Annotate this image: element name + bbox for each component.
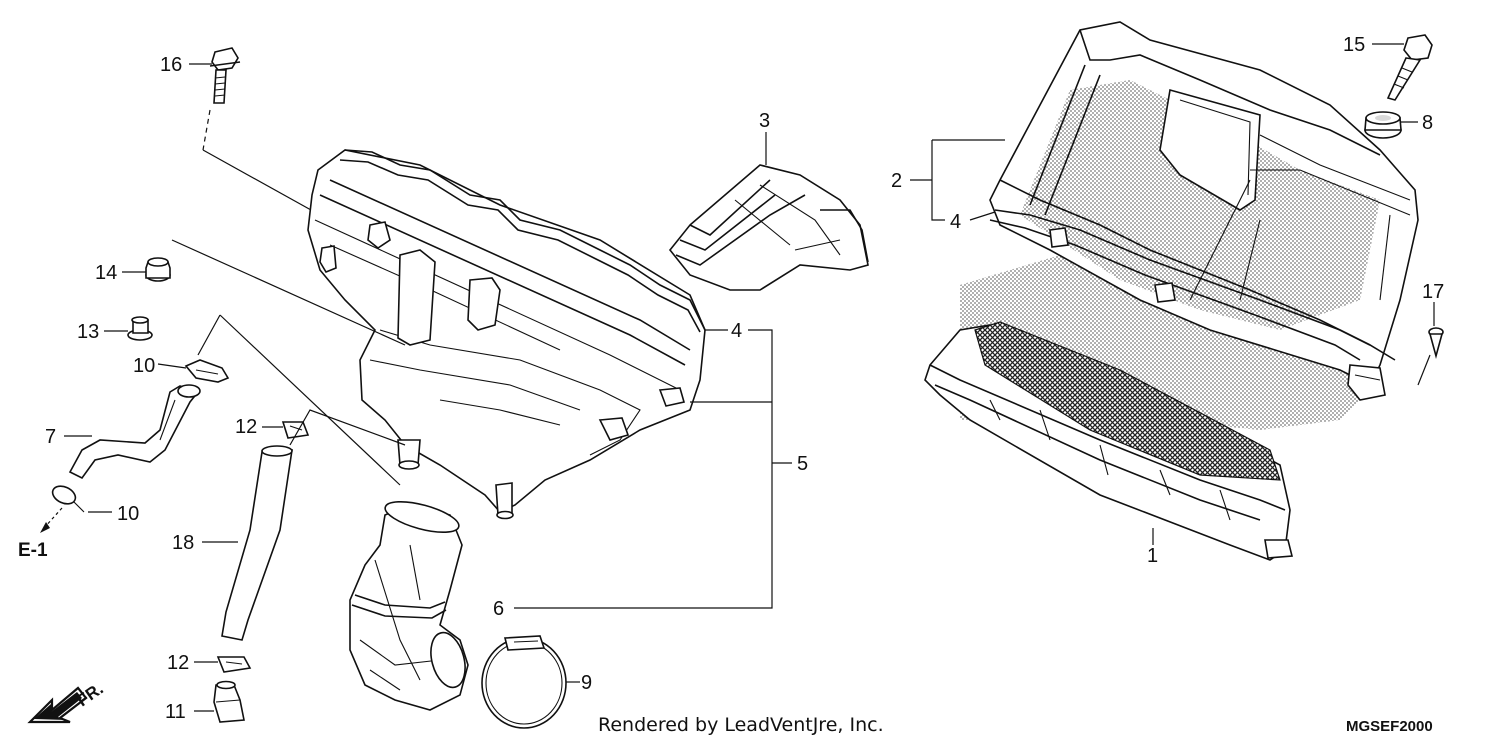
- drain-hose-18: [202, 409, 406, 641]
- callout-7: 7: [45, 426, 56, 448]
- screw-15: [1372, 34, 1433, 101]
- screw-17: [1417, 302, 1444, 386]
- breather-tube-7: [64, 384, 201, 480]
- clip-10-upper: [157, 314, 401, 486]
- reference-label: E-1: [18, 540, 48, 561]
- callout-5: 5: [797, 453, 808, 475]
- callout-18: 18: [172, 532, 194, 554]
- callout-6: 6: [493, 598, 504, 620]
- bracket-4-5-6: [514, 329, 792, 609]
- callout-12-upper: 12: [235, 416, 257, 438]
- callout-4-left: 4: [731, 320, 742, 342]
- air-cleaner-housing: [307, 149, 706, 520]
- callout-1: 1: [1147, 545, 1158, 567]
- plug-11: [194, 680, 245, 723]
- callout-12-lower: 12: [167, 652, 189, 674]
- callout-3: 3: [759, 110, 770, 132]
- callout-10-upper: 10: [133, 355, 155, 377]
- bracket-2-4: [910, 139, 1005, 221]
- clip-10-lower: [51, 485, 112, 513]
- callout-9: 9: [581, 672, 592, 694]
- grommet-14: [122, 239, 406, 346]
- callout-4-right: 4: [950, 211, 961, 233]
- clamp-12-upper: [262, 421, 310, 439]
- callout-13: 13: [77, 321, 99, 343]
- bolt-16: [209, 47, 241, 104]
- diagram-code: MGSEF2000: [1346, 718, 1433, 735]
- air-cleaner-element-1: [924, 321, 1294, 561]
- reference-arrow-icon: [40, 507, 63, 533]
- callout-2: 2: [891, 170, 902, 192]
- band-9: [481, 635, 580, 729]
- intake-duct-3: [668, 132, 869, 291]
- grommet-8: [1364, 111, 1418, 139]
- callout-14: 14: [95, 262, 117, 284]
- collar-13: [104, 316, 153, 341]
- leader-16: [189, 63, 321, 216]
- callout-15: 15: [1343, 34, 1365, 56]
- clamp-12-lower: [194, 656, 252, 673]
- front-direction-label: FR.: [73, 679, 106, 710]
- callout-labels: 16 3 14 13 10 7 12 10 18 12 11 4 5 6 9 2…: [45, 34, 1444, 723]
- callout-8: 8: [1422, 112, 1433, 134]
- front-direction-arrow-icon: FR.: [27, 679, 107, 724]
- callout-10-lower: 10: [117, 503, 139, 525]
- credit-text: Rendered by LeadVentJre, Inc.: [598, 714, 884, 736]
- callout-17: 17: [1422, 281, 1444, 303]
- callout-11: 11: [165, 701, 186, 723]
- connecting-tube-6: [349, 500, 469, 711]
- callout-16: 16: [160, 54, 182, 76]
